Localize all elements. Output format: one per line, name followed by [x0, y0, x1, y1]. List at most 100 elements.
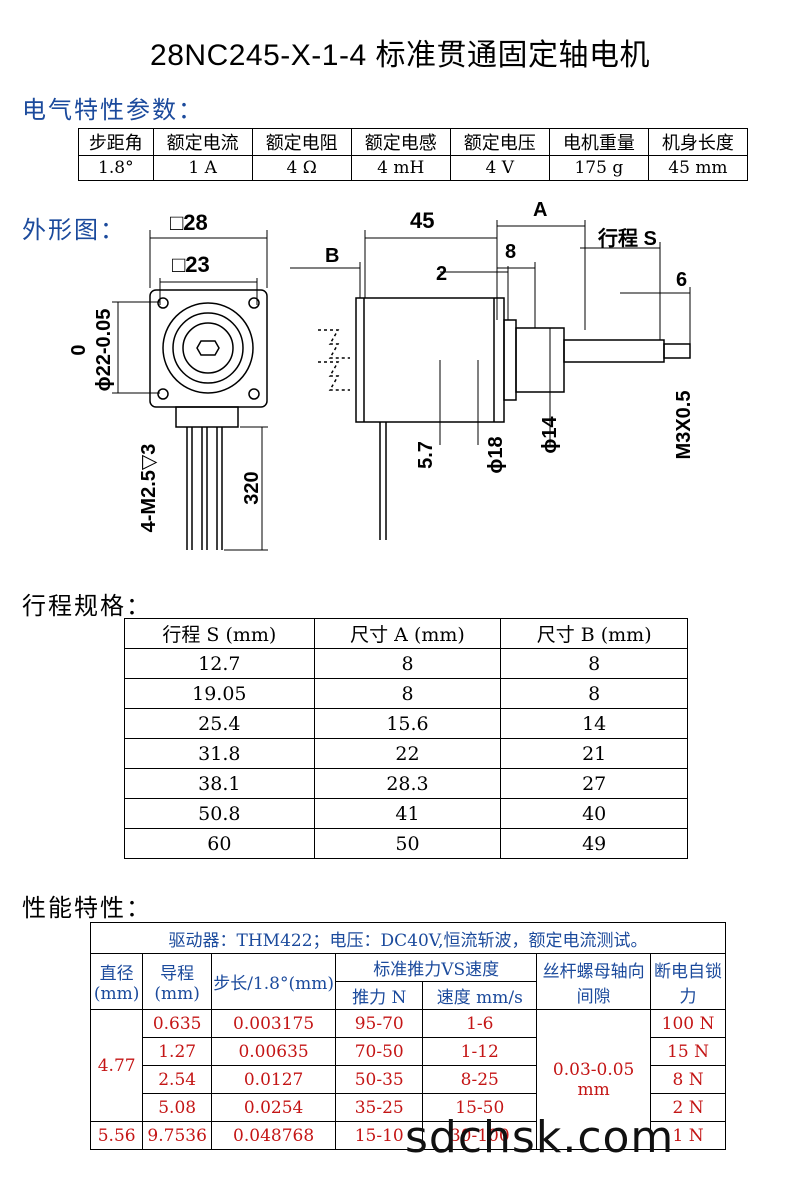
- section-electrical: 电气特性参数：: [22, 96, 204, 124]
- dim-sq23: □23: [172, 252, 210, 277]
- params-table: 步距角 额定电流 额定电阻 额定电感 额定电压 电机重量 机身长度 1.8° 1…: [78, 128, 749, 181]
- watermark: sdchsk.com: [405, 1112, 675, 1163]
- perf-header-step: 步长/1.8°(mm): [211, 953, 337, 1010]
- perf-header-lead: 导程(mm): [142, 953, 213, 1010]
- perf-cell: 50-35: [335, 1065, 424, 1094]
- dim-dia22-top: 0: [68, 344, 90, 355]
- outline-drawing: □28 □23 0 ϕ22-0.05 4-M2.5▽3 320: [68, 199, 695, 551]
- perf-cell: 8 N: [650, 1065, 726, 1094]
- perf-header-force-speed: 标准推力VS速度: [335, 953, 538, 982]
- section-stroke: 行程规格：: [22, 592, 152, 620]
- stroke-cell: 8: [313, 648, 502, 679]
- perf-dia-4-77: 4.77: [89, 1009, 144, 1122]
- stroke-cell: 50: [313, 828, 502, 859]
- perf-dia-5-56: 5.56: [89, 1121, 144, 1150]
- params-header: 机身长度: [647, 128, 749, 156]
- params-value: 175 g: [548, 155, 649, 181]
- dim-6: 6: [676, 269, 687, 291]
- perf-cell: 15-10: [335, 1121, 424, 1150]
- stroke-cell: 15.6: [313, 708, 502, 739]
- stroke-header: 尺寸 A (mm): [313, 618, 502, 649]
- dim-dia22: ϕ22-0.05: [93, 309, 115, 392]
- section-performance: 性能特性：: [22, 894, 152, 922]
- dim-sq28: □28: [170, 210, 208, 235]
- perf-cell: 30-100: [422, 1121, 538, 1150]
- perf-header-backlash: 丝杆螺母轴向间隙: [536, 953, 652, 1010]
- perf-caption: 驱动器：THM422；电压：DC40V,恒流斩波，额定电流测试。: [90, 922, 726, 954]
- performance-table: 驱动器：THM422；电压：DC40V,恒流斩波，额定电流测试。 直径(mm) …: [89, 922, 726, 1150]
- perf-cell: 8-25: [422, 1065, 538, 1094]
- params-value: 4 mH: [350, 155, 451, 181]
- perf-backlash: 0.03-0.05 mm: [536, 1009, 652, 1150]
- perf-cell: 35-25: [335, 1093, 424, 1122]
- stroke-cell: 40: [500, 798, 688, 829]
- perf-cell: 2.54: [142, 1065, 213, 1094]
- stroke-cell: 21: [500, 738, 688, 769]
- params-value: 1 A: [152, 155, 253, 181]
- perf-cell: 1.27: [142, 1037, 213, 1066]
- stroke-cell: 41: [313, 798, 502, 829]
- stroke-header: 尺寸 B (mm): [500, 618, 688, 649]
- params-header: 额定电阻: [251, 128, 352, 156]
- stroke-cell: 50.8: [124, 798, 315, 829]
- side-view: [318, 297, 691, 540]
- dim-lead: 320: [241, 471, 263, 504]
- perf-cell: 2 N: [650, 1093, 726, 1122]
- dim-stroke: 行程 S: [597, 226, 657, 250]
- perf-header-diameter: 直径(mm): [89, 953, 144, 1010]
- section-outline: 外形图：: [22, 216, 126, 244]
- params-header: 步距角: [78, 128, 154, 156]
- dim-m3: M3X0.5: [673, 391, 695, 460]
- stroke-cell: 8: [313, 678, 502, 709]
- stroke-cell: 31.8: [124, 738, 315, 769]
- perf-header-force: 推力 N: [335, 981, 424, 1010]
- perf-cell: 9.7536: [142, 1121, 213, 1150]
- params-value: 4 V: [449, 155, 550, 181]
- params-value: 4 Ω: [251, 155, 352, 181]
- stroke-cell: 25.4: [124, 708, 315, 739]
- page-title: 28NC245-X-1-4 标准贯通固定轴电机: [150, 39, 650, 72]
- perf-cell: 1-12: [422, 1037, 538, 1066]
- stroke-cell: 60: [124, 828, 315, 859]
- params-header: 额定电压: [449, 128, 550, 156]
- dim-dia18: ϕ18: [485, 436, 507, 473]
- perf-cell: 0.0127: [211, 1065, 337, 1094]
- stroke-cell: 27: [500, 768, 688, 799]
- dim-5-7: 5.7: [415, 441, 437, 469]
- front-view: [149, 289, 268, 550]
- stroke-cell: 8: [500, 648, 688, 679]
- perf-cell: 95-70: [335, 1009, 424, 1038]
- params-value: 1.8°: [78, 155, 154, 181]
- stroke-cell: 19.05: [124, 678, 315, 709]
- dim-8: 8: [505, 241, 516, 263]
- params-value: 45 mm: [647, 155, 749, 181]
- perf-cell: 100 N: [650, 1009, 726, 1038]
- perf-cell: 15 N: [650, 1037, 726, 1066]
- params-header: 电机重量: [548, 128, 649, 156]
- perf-cell: 0.0254: [211, 1093, 337, 1122]
- perf-cell: 0.635: [142, 1009, 213, 1038]
- stroke-cell: 22: [313, 738, 502, 769]
- stroke-cell: 49: [500, 828, 688, 859]
- stroke-cell: 12.7: [124, 648, 315, 679]
- dim-2: 2: [436, 263, 447, 285]
- perf-cell: 0.048768: [211, 1121, 337, 1150]
- dim-b: B: [325, 245, 339, 267]
- perf-cell: 0.00635: [211, 1037, 337, 1066]
- perf-cell: 0.003175: [211, 1009, 337, 1038]
- perf-cell: 5.08: [142, 1093, 213, 1122]
- stroke-cell: 28.3: [313, 768, 502, 799]
- stroke-cell: 14: [500, 708, 688, 739]
- stroke-header: 行程 S (mm): [124, 618, 315, 649]
- perf-cell: 15-50: [422, 1093, 538, 1122]
- perf-cell: 1 N: [650, 1121, 726, 1150]
- perf-header-speed: 速度 mm/s: [422, 981, 538, 1010]
- params-header: 额定电流: [152, 128, 253, 156]
- dim-dia14: ϕ14: [539, 416, 561, 454]
- dim-screw: 4-M2.5▽3: [138, 444, 160, 533]
- params-header: 额定电感: [350, 128, 451, 156]
- stroke-cell: 8: [500, 678, 688, 709]
- dim-a: A: [533, 199, 547, 221]
- perf-header-lock: 断电自锁力: [650, 953, 726, 1010]
